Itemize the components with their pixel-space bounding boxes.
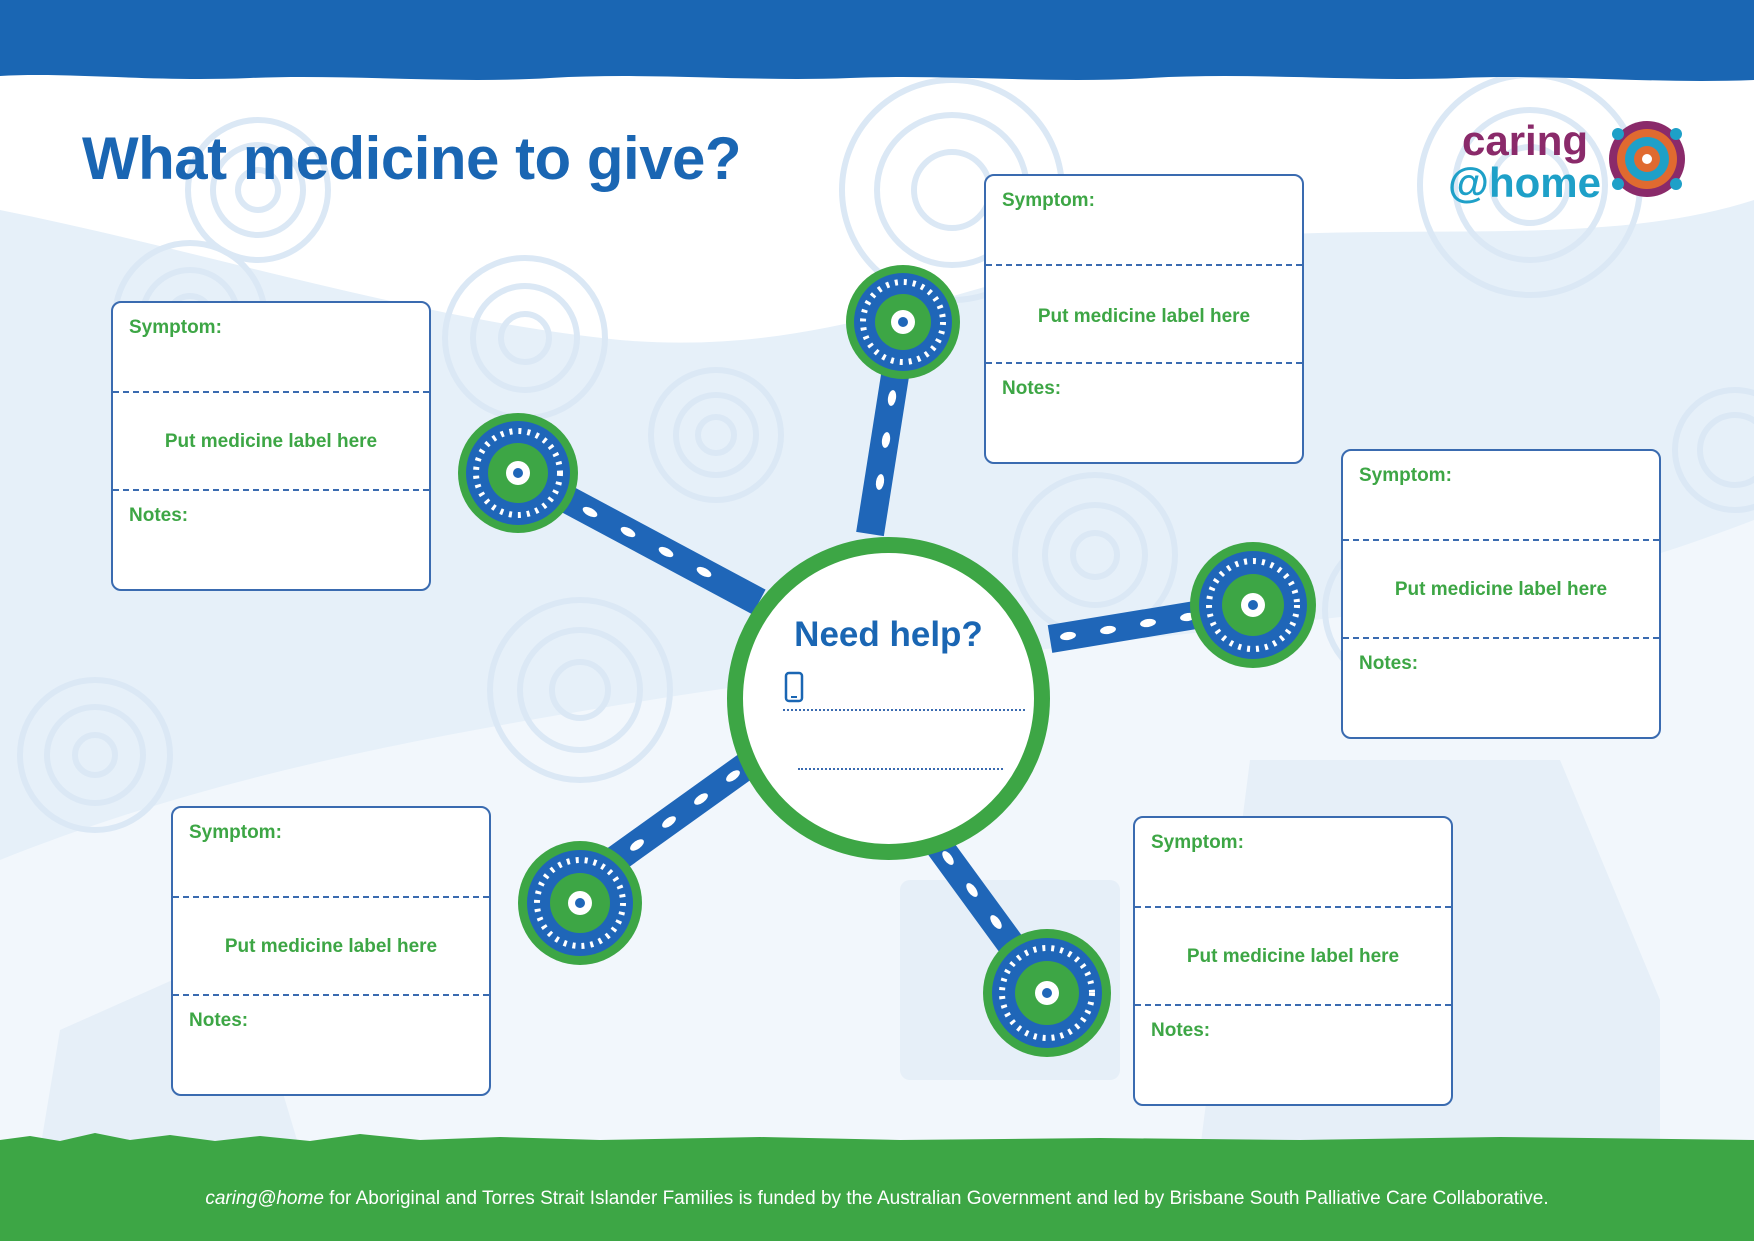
symptom-label: Symptom: [1002,190,1095,211]
logo-line-home: @home [1448,159,1601,206]
dot-node-bottom-left [518,841,642,965]
footer-text: caring@home for Aboriginal and Torres St… [0,1188,1754,1210]
need-help-circle: Need help? [727,537,1050,860]
phone-icon [784,671,804,703]
medicine-label-placeholder: Put medicine label here [164,431,378,452]
medicine-card-top: Symptom: Put medicine label here Notes: [984,174,1304,464]
logo-line-caring: caring [1462,117,1589,164]
card-divider [1135,906,1451,908]
notes-label: Notes: [189,1010,249,1031]
footer: caring@home for Aboriginal and Torres St… [0,1150,1754,1241]
dot-node-top [846,265,960,379]
notes-label: Notes: [129,505,189,526]
dot-node-right [1190,542,1316,668]
medicine-card-bottom-left: Symptom: Put medicine label here Notes: [171,806,491,1096]
caring-at-home-logo: caring @home [1448,116,1688,206]
medicine-card-bottom-right: Symptom: Put medicine label here Notes: [1133,816,1453,1106]
phone-number-line [783,709,1025,711]
need-help-title: Need help? [794,615,983,654]
footer-brand: caring@home [205,1188,324,1209]
medicine-label-placeholder: Put medicine label here [224,936,438,957]
medicine-label-placeholder: Put medicine label here [1037,306,1251,327]
card-divider [173,994,489,996]
contact-name-line [798,768,1003,770]
dot-node-left [458,413,578,533]
dot-node-bottom-right [983,929,1111,1057]
card-divider [113,391,429,393]
medicine-label-placeholder: Put medicine label here [1394,579,1608,600]
medicine-card-left: Symptom: Put medicine label here Notes: [111,301,431,591]
page-title: What medicine to give? [82,125,742,192]
card-divider [986,362,1302,364]
notes-label: Notes: [1359,653,1419,674]
card-divider [173,896,489,898]
logo-emblem-icon [1609,121,1685,197]
medicine-card-right: Symptom: Put medicine label here Notes: [1341,449,1661,739]
medicine-label-placeholder: Put medicine label here [1186,946,1400,967]
card-divider [1343,637,1659,639]
notes-label: Notes: [1002,378,1062,399]
card-divider [1343,539,1659,541]
footer-statement: for Aboriginal and Torres Strait Islande… [323,1188,1549,1209]
card-divider [986,264,1302,266]
symptom-label: Symptom: [129,317,222,338]
symptom-label: Symptom: [1151,832,1244,853]
card-divider [1135,1004,1451,1006]
symptom-label: Symptom: [189,822,282,843]
card-divider [113,489,429,491]
symptom-label: Symptom: [1359,465,1452,486]
notes-label: Notes: [1151,1020,1211,1041]
